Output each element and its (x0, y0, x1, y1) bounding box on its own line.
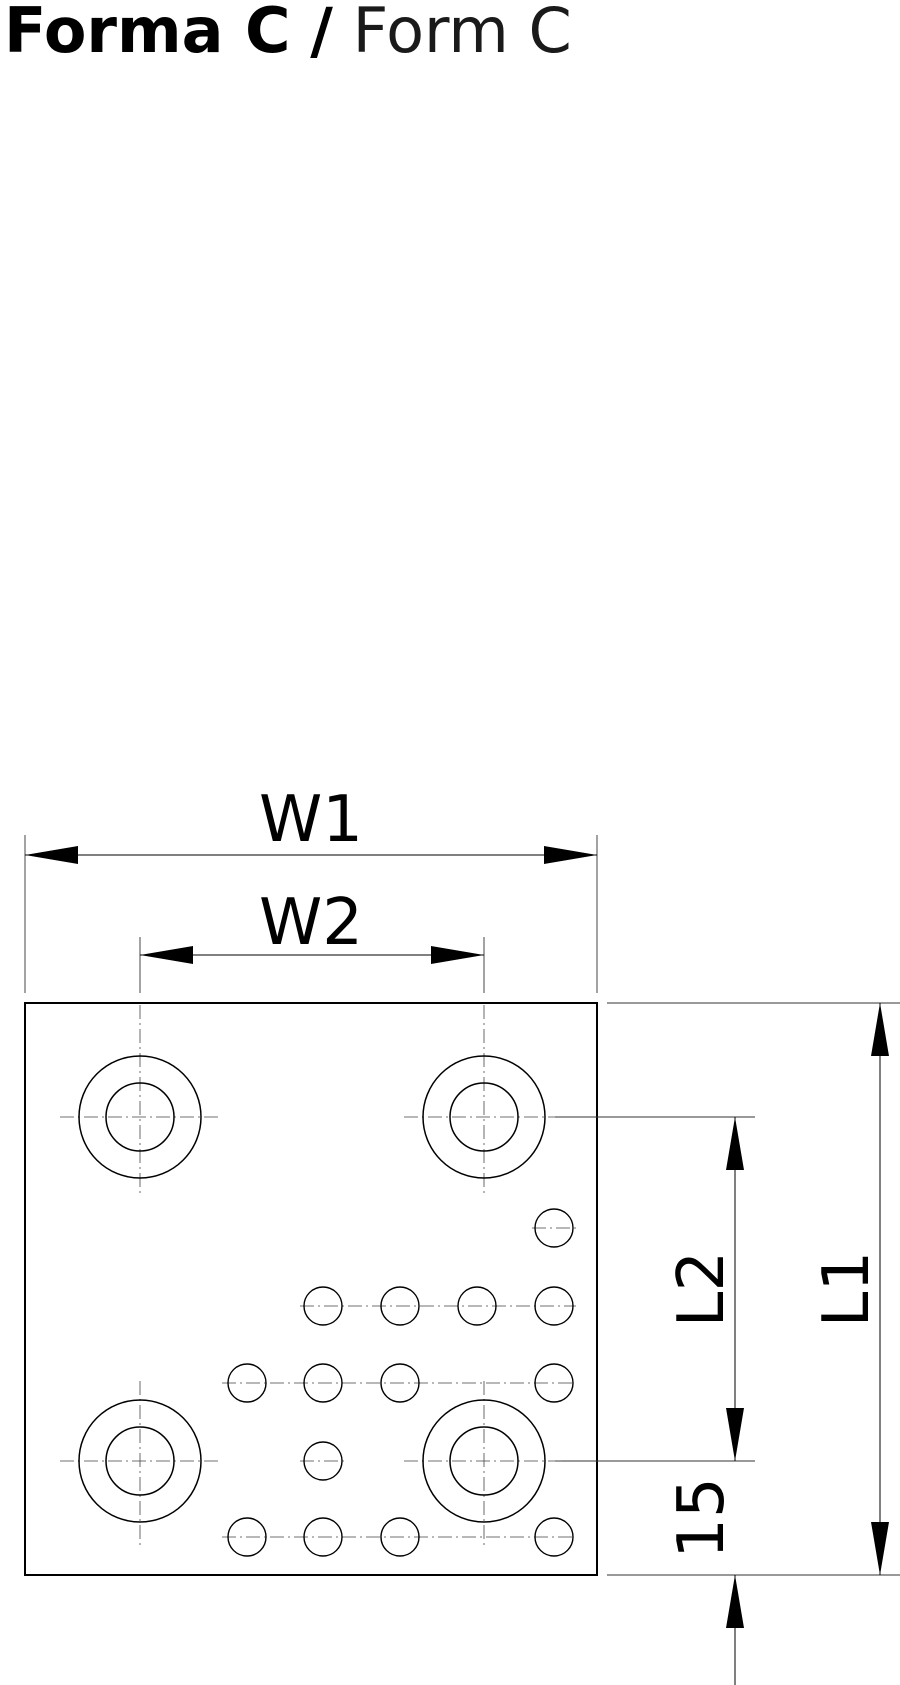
extension-lines (24, 835, 900, 1576)
dimension-w2-label: W2 (259, 886, 363, 960)
hole-top-right-outer (422, 1055, 546, 1179)
page-title: Forma C / Form C (4, 0, 572, 67)
title-secondary: Form C (352, 0, 572, 67)
dimension-lines (25, 854, 881, 1685)
title-separator: / (310, 0, 333, 67)
plate-outline (24, 1002, 598, 1576)
hole-bottom-right-outer (422, 1399, 546, 1523)
center-lines (60, 1005, 576, 1545)
hole-bottom-left-outer (78, 1399, 202, 1523)
dimension-l2-label: L2 (665, 1251, 739, 1327)
hole-top-left-outer (78, 1055, 202, 1179)
hole-top-left-inner (105, 1082, 175, 1152)
dimension-l1-label: L1 (810, 1251, 884, 1327)
title-primary: Forma C (4, 0, 291, 67)
hole-top-right-inner (449, 1082, 519, 1152)
hole-bottom-right-inner (449, 1426, 519, 1496)
arrowheads (25, 846, 889, 1628)
small-holes (227, 1208, 574, 1557)
dimension-w1-label: W1 (259, 783, 363, 857)
main-holes (78, 1055, 546, 1523)
dimension-offset-label: 15 (665, 1477, 739, 1558)
hole-bottom-left-inner (105, 1426, 175, 1496)
